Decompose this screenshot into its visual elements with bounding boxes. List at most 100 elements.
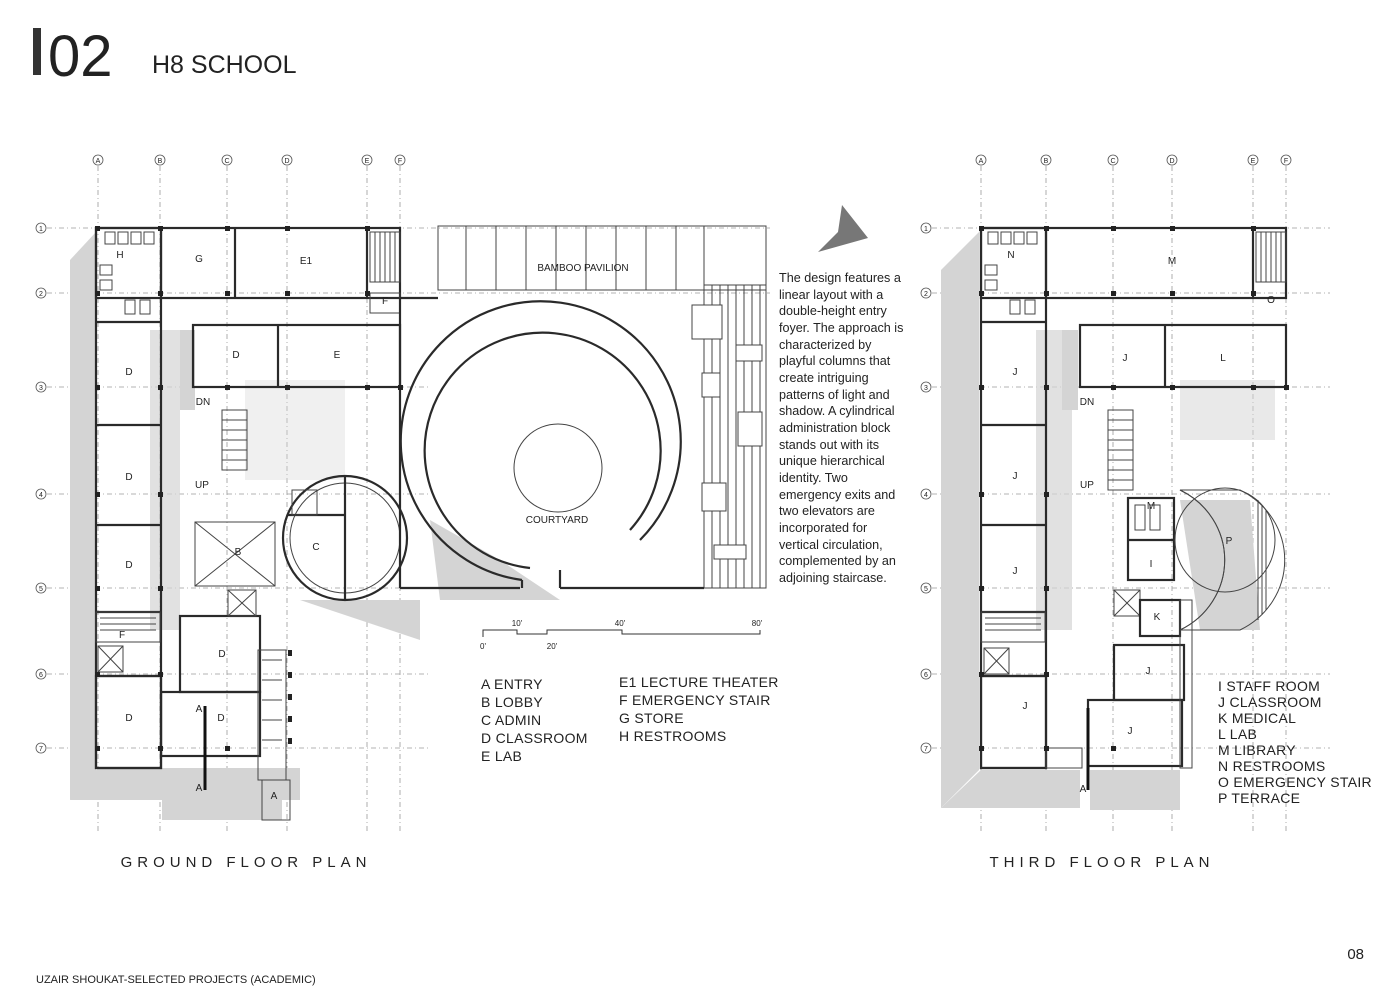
ground-shadows (70, 232, 560, 820)
svg-text:2: 2 (924, 291, 928, 298)
svg-text:stands out with its: stands out with its (779, 438, 879, 452)
ground-columns (95, 226, 403, 751)
svg-text:3: 3 (39, 385, 43, 392)
svg-text:complemented by an: complemented by an (779, 554, 896, 568)
footer-credit: UZAIR SHOUKAT-SELECTED PROJECTS (ACADEMI… (36, 974, 316, 986)
svg-text:P: P (1226, 536, 1233, 547)
svg-text:C: C (312, 542, 319, 553)
svg-text:A ENTRY: A ENTRY (481, 676, 543, 692)
scale-bar: 0' 10' 20' 40' 80' (480, 619, 763, 651)
svg-text:J: J (1146, 666, 1151, 677)
svg-text:E: E (365, 158, 370, 165)
svg-text:B LOBBY: B LOBBY (481, 694, 543, 710)
svg-text:80': 80' (752, 619, 763, 628)
svg-text:UP: UP (1080, 480, 1094, 491)
svg-text:E: E (1251, 158, 1256, 165)
ground-floor-caption: GROUND FLOOR PLAN (121, 854, 372, 871)
third-grid-bubbles: A B C D E F 1 2 3 4 5 6 7 (920, 154, 1292, 754)
ground-grid-bubbles: A B C D E F 1 2 3 4 5 6 7 (35, 154, 406, 754)
svg-text:shadow. A cylindrical: shadow. A cylindrical (779, 404, 895, 418)
svg-text:1: 1 (39, 226, 43, 233)
svg-text:DN: DN (196, 397, 210, 408)
svg-text:COURTYARD: COURTYARD (526, 515, 588, 526)
svg-text:J: J (1013, 367, 1018, 378)
svg-text:K MEDICAL: K MEDICAL (1218, 710, 1296, 726)
svg-text:linear layout with a: linear layout with a (779, 288, 883, 302)
svg-text:5: 5 (39, 586, 43, 593)
svg-text:G STORE: G STORE (619, 710, 684, 726)
svg-text:incorporated for: incorporated for (779, 521, 867, 535)
svg-text:The design features a: The design features a (779, 271, 901, 285)
svg-text:H RESTROOMS: H RESTROOMS (619, 728, 727, 744)
svg-text:20': 20' (547, 642, 558, 651)
third-legend: I STAFF ROOM J CLASSROOM K MEDICAL L LAB… (1218, 678, 1372, 806)
svg-text:A: A (1080, 784, 1087, 795)
svg-text:C: C (1110, 158, 1115, 165)
description-text: The design features a linear layout with… (779, 271, 903, 585)
svg-text:A: A (196, 783, 203, 794)
svg-text:playful columns that: playful columns that (779, 354, 891, 368)
project-title: H8 SCHOOL (152, 51, 297, 79)
svg-text:N: N (1007, 250, 1014, 261)
svg-text:adjoining staircase.: adjoining staircase. (779, 571, 887, 585)
svg-text:J: J (1013, 566, 1018, 577)
svg-text:7: 7 (39, 746, 43, 753)
svg-text:6: 6 (39, 672, 43, 679)
ground-floor-plan (94, 225, 767, 821)
svg-text:F: F (398, 158, 402, 165)
svg-text:H: H (116, 250, 123, 261)
svg-text:F: F (382, 296, 388, 307)
ground-legend: A ENTRY B LOBBY C ADMIN D CLASSROOM E LA… (481, 674, 778, 764)
svg-text:B: B (158, 158, 163, 165)
svg-text:D: D (125, 560, 132, 571)
svg-text:create intriguing: create intriguing (779, 371, 869, 385)
svg-text:4: 4 (924, 492, 928, 499)
svg-text:L: L (1220, 353, 1226, 364)
svg-text:D: D (125, 472, 132, 483)
svg-text:4: 4 (39, 492, 43, 499)
svg-text:2: 2 (39, 291, 43, 298)
svg-text:vertical circulation,: vertical circulation, (779, 538, 883, 552)
svg-text:BAMBOO PAVILION: BAMBOO PAVILION (537, 263, 628, 274)
svg-text:M LIBRARY: M LIBRARY (1218, 742, 1296, 758)
svg-text:identity. Two: identity. Two (779, 471, 848, 485)
svg-text:D: D (217, 713, 224, 724)
svg-text:J: J (1128, 726, 1133, 737)
svg-text:3: 3 (924, 385, 928, 392)
svg-text:unique hierarchical: unique hierarchical (779, 454, 885, 468)
north-arrow-icon (818, 205, 868, 252)
svg-text:UP: UP (195, 480, 209, 491)
svg-text:A: A (979, 158, 984, 165)
svg-text:J: J (1123, 353, 1128, 364)
svg-text:C: C (224, 158, 229, 165)
svg-text:A: A (271, 791, 278, 802)
svg-text:I STAFF ROOM: I STAFF ROOM (1218, 678, 1320, 694)
svg-text:F EMERGENCY STAIR: F EMERGENCY STAIR (619, 692, 771, 708)
svg-text:M: M (1147, 501, 1155, 512)
svg-text:F: F (119, 630, 125, 641)
project-number: 02 (48, 24, 113, 89)
third-floor-caption: THIRD FLOOR PLAN (989, 854, 1214, 871)
svg-text:E1: E1 (300, 256, 313, 267)
svg-text:D: D (1169, 158, 1174, 165)
ground-room-labels: H G E1 F D E D D D DN UP B C F D D D A A… (116, 250, 628, 802)
svg-text:O: O (1267, 295, 1275, 306)
svg-text:B: B (1044, 158, 1049, 165)
svg-text:7: 7 (924, 746, 928, 753)
svg-text:0': 0' (480, 642, 486, 651)
svg-text:5: 5 (924, 586, 928, 593)
svg-text:M: M (1168, 256, 1176, 267)
svg-text:characterized by: characterized by (779, 338, 872, 352)
svg-text:D: D (218, 649, 225, 660)
svg-text:G: G (195, 254, 203, 265)
svg-text:F: F (1284, 158, 1288, 165)
svg-text:D: D (125, 367, 132, 378)
svg-text:O EMERGENCY STAIR: O EMERGENCY STAIR (1218, 774, 1372, 790)
svg-text:A: A (196, 704, 203, 715)
svg-text:40': 40' (615, 619, 626, 628)
svg-text:J CLASSROOM: J CLASSROOM (1218, 694, 1322, 710)
page-number: 08 (1347, 946, 1364, 963)
svg-text:L LAB: L LAB (1218, 726, 1257, 742)
svg-text:D: D (284, 158, 289, 165)
svg-text:10': 10' (512, 619, 523, 628)
